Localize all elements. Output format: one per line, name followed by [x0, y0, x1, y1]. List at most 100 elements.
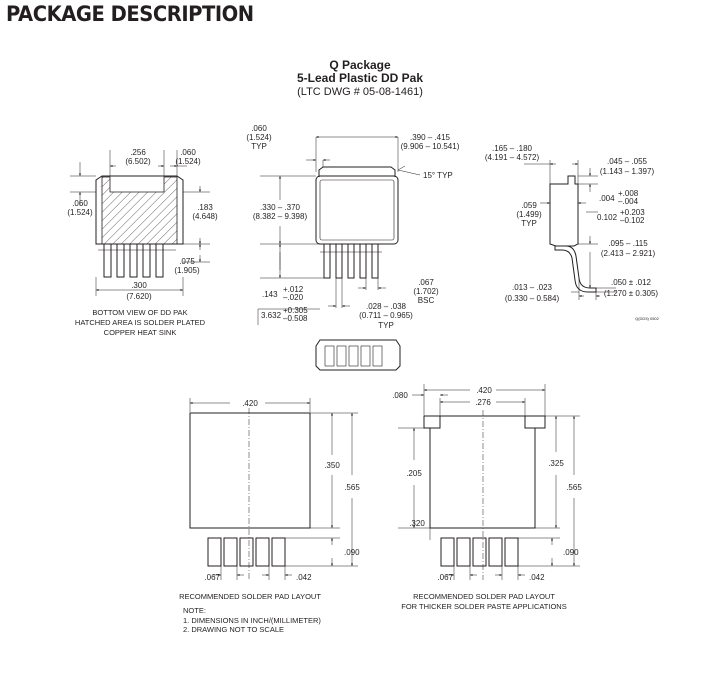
- bv-dim-183: .183: [197, 203, 213, 212]
- bv-dim-060-top-mm: (1.524): [175, 157, 201, 166]
- pad2-caption-2: FOR THICKER SOLDER PASTE APPLICATIONS: [401, 602, 566, 611]
- drawing-number: (LTC DWG # 05-08-1461): [297, 86, 423, 98]
- bv-caption-3: COPPER HEAT SINK: [104, 328, 177, 337]
- page-title: PACKAGE DESCRIPTION: [6, 2, 254, 26]
- pad2-dim-205: .205: [406, 469, 422, 478]
- note-1: 1. DIMENSIONS IN INCH/(MILLIMETER): [183, 616, 321, 625]
- package-description: 5-Lead Plastic DD Pak: [296, 71, 424, 85]
- pad2-heat-sink-pad: [424, 415, 546, 529]
- tv-dim-060-typ: TYP: [251, 142, 267, 151]
- tv-dim-390-mm: (9.906 – 10.541): [401, 142, 460, 151]
- bv-dim-060-top: .060: [180, 148, 196, 157]
- sv-dim-095-mm: (2.413 – 2.921): [601, 249, 656, 258]
- pad2-dim-320: .320: [409, 519, 425, 528]
- tv-dim-lead-width: .028 – .038: [366, 302, 407, 311]
- sv-dim-013: .013 – .023: [512, 283, 553, 292]
- pad1-heat-sink-pad: [189, 412, 311, 529]
- package-body: [315, 175, 399, 245]
- bv-dim-256-mm: (6.502): [125, 157, 151, 166]
- tv-dim-3632: 3.632: [261, 311, 282, 320]
- pad-layout-1: .420 .350 .565 .090 .067 .042 RECOMMENDE…: [179, 398, 360, 601]
- pad2-dim-325: .325: [548, 459, 564, 468]
- tv-dim-143-minus: –.020: [283, 293, 304, 302]
- sv-dim-059-typ: TYP: [521, 219, 537, 228]
- bv-caption-1: BOTTOM VIEW OF DD PAK: [92, 308, 187, 317]
- top-view-leads: [320, 243, 382, 279]
- sv-dim-004-minus: –.004: [618, 197, 639, 206]
- sv-dim-165-mm: (4.191 – 4.572): [485, 153, 540, 162]
- sv-dim-0102-minus: –0.102: [620, 216, 645, 225]
- tv-dim-067: .067: [418, 278, 434, 287]
- sv-dim-059-mm: (1.499): [516, 210, 542, 219]
- sv-dim-004: .004: [599, 194, 615, 203]
- end-view: [315, 339, 401, 371]
- tv-dim-lead-width-mm: (0.711 – 0.965): [359, 311, 413, 320]
- sv-dim-095: .095 – .115: [608, 239, 648, 248]
- bottom-view: .256 (6.502) .060 (1.524) .183 (4.648) .…: [67, 148, 218, 337]
- bv-dim-075-mm: (1.905): [174, 266, 200, 275]
- sv-dim-0102: 0.102: [597, 213, 618, 222]
- pad1-dim-420: .420: [242, 399, 258, 408]
- pad2-lead-pads: [440, 537, 519, 567]
- bv-dim-300-mm: (7.620): [126, 292, 152, 301]
- pad2-dim-565: .565: [566, 483, 582, 492]
- sv-dim-165: .165 – .180: [492, 144, 533, 153]
- pad1-lead-pads: [207, 537, 286, 567]
- tv-dim-143-plus: +.012: [283, 285, 304, 294]
- sv-dim-045-mm: (1.143 – 1.397): [600, 167, 655, 176]
- bv-dim-075: .075: [179, 257, 195, 266]
- sv-dim-059: .059: [521, 201, 537, 210]
- pad1-dim-565: .565: [344, 483, 360, 492]
- pad1-dim-350: .350: [324, 461, 340, 470]
- sv-dim-0102-plus: +0.203: [620, 208, 645, 217]
- bv-dim-060-left-mm: (1.524): [67, 208, 93, 217]
- bv-dim-256: .256: [130, 148, 146, 157]
- pad2-dim-420: .420: [476, 386, 492, 395]
- tv-dim-330-mm: (8.382 – 9.398): [253, 212, 308, 221]
- tv-dim-060-mm: (1.524): [246, 133, 272, 142]
- pad1-dim-090: .090: [344, 548, 360, 557]
- pad2-dim-042: .042: [529, 573, 545, 582]
- tv-dim-143: .143: [262, 290, 278, 299]
- bv-caption-2: HATCHED AREA IS SOLDER PLATED: [75, 318, 206, 327]
- tv-dim-067-mm: (1.702): [413, 287, 439, 296]
- tv-dim-lead-typ: TYP: [378, 321, 394, 330]
- tv-dim-390: .390 – .415: [410, 133, 451, 142]
- side-profile: [549, 175, 579, 247]
- bv-dim-183-mm: (4.648): [192, 212, 218, 221]
- pad-layout-2: .420 .080 .276 .205 .325 .565 .320 .090 …: [392, 384, 582, 611]
- pad1-dim-042: .042: [296, 573, 312, 582]
- tv-dim-3632-plus: +0.305: [283, 306, 308, 315]
- pad2-dim-090: .090: [563, 548, 579, 557]
- notes: NOTE: 1. DIMENSIONS IN INCH/(MILLIMETER)…: [183, 606, 321, 634]
- side-view: .165 – .180 (4.191 – 4.572) .045 – .055 …: [485, 144, 660, 321]
- pad2-dim-067: .067: [437, 573, 453, 582]
- tab-outline: [318, 166, 396, 177]
- sv-dim-013-mm: (0.330 – 0.584): [505, 294, 560, 303]
- tv-dim-330: .330 – .370: [260, 203, 301, 212]
- sv-dim-004-plus: +.008: [618, 189, 639, 198]
- sv-dim-045: .045 – .055: [607, 157, 648, 166]
- pad2-dim-276: .276: [475, 398, 491, 407]
- top-view: .060 (1.524) TYP .390 – .415 (9.906 – 10…: [246, 124, 459, 330]
- heat-sink-hatch: [101, 176, 178, 245]
- drawing-code: Q(DD5) 0502: [635, 316, 660, 321]
- tv-dim-067-bsc: BSC: [418, 296, 435, 305]
- bv-dim-300: .300: [131, 281, 147, 290]
- sv-dim-050: .050 ± .012: [611, 278, 652, 287]
- bottom-view-outline: [95, 175, 184, 245]
- tv-dim-060: .060: [251, 124, 267, 133]
- bv-dim-060-left: .060: [72, 199, 88, 208]
- tv-dim-3632-minus: –0.508: [283, 314, 308, 323]
- notes-heading: NOTE:: [183, 606, 206, 615]
- note-2: 2. DRAWING NOT TO SCALE: [183, 625, 284, 634]
- pad1-dim-067: .067: [204, 573, 220, 582]
- pad2-caption-1: RECOMMENDED SOLDER PAD LAYOUT: [413, 592, 555, 601]
- tv-dim-angle: 15° TYP: [423, 171, 453, 180]
- bottom-view-leads: [98, 243, 176, 278]
- pad1-caption: RECOMMENDED SOLDER PAD LAYOUT: [179, 592, 321, 601]
- package-name: Q Package: [329, 58, 391, 72]
- sv-dim-050-mm: (1.270 ± 0.305): [604, 289, 659, 298]
- pad2-dim-080: .080: [392, 391, 408, 400]
